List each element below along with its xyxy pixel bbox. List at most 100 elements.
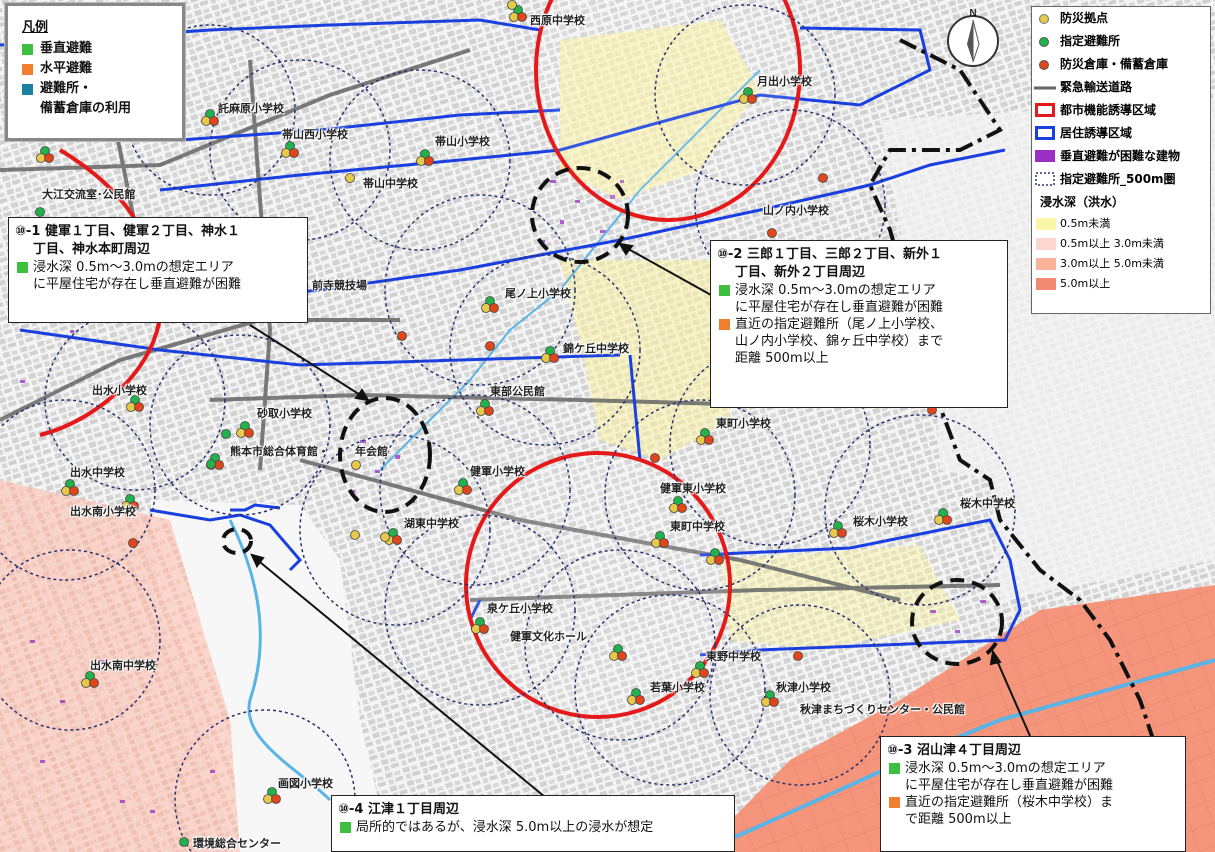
callout-text: 直近の指定避難所（桜木中学校）ま xyxy=(905,795,1114,810)
evacuation-500m-circle xyxy=(0,4,1016,852)
depth-swatch xyxy=(1036,218,1056,230)
legend-emergency-road: 緊急輸送道路 xyxy=(1032,76,1210,99)
place-label: 東野中学校 xyxy=(706,650,761,663)
legend-label: 垂直避難が困難な建物 xyxy=(1060,149,1181,163)
legend-urban-function: 都市機能誘導区域 xyxy=(1032,99,1210,122)
legend-evacuation: 凡例 垂直避難 水平避難 避難所・ 備蓄倉庫の利用 xyxy=(8,6,182,138)
flood-zone-medium xyxy=(0,480,240,852)
facility-marker xyxy=(424,156,434,166)
place-label: 出水小学校 xyxy=(92,384,147,397)
callout-title: ⑩-1 健軍１丁目、健軍２丁目、神水１ xyxy=(15,224,240,239)
facility-marker xyxy=(345,173,355,183)
green-dot-icon xyxy=(1039,37,1049,47)
callout-item: 浸水深 0.5m～3.0mの想定エリア に平屋住宅が存在し垂直避難が困難 xyxy=(717,282,1001,316)
callout-text: で距離 500m以上 xyxy=(905,812,1012,827)
place-label: 年会館 xyxy=(355,445,388,458)
legend-label: 防災拠点 xyxy=(1060,11,1109,25)
facility-markers xyxy=(35,0,952,847)
callout-item: 浸水深 0.5m～3.0mの想定エリア に平屋住宅が存在し垂直避難が困難 xyxy=(15,259,301,293)
facility-marker xyxy=(44,153,54,163)
place-label: 東町小学校 xyxy=(716,417,771,430)
callout-bullet-green xyxy=(889,763,900,774)
callout-10-1: ⑩-1 健軍１丁目、健軍２丁目、神水１ 丁目、神水本町周辺 浸水深 0.5m～3… xyxy=(8,217,308,323)
callout-10-4: ⑩-4 江津１丁目周辺 局所的ではあるが、浸水深 5.0m以上の浸水が想定 xyxy=(331,795,735,852)
place-label: 秋津まちづくりセンター・公民館 xyxy=(800,703,965,716)
river xyxy=(228,519,332,802)
place-label: 環境総合センター xyxy=(193,837,281,850)
legend-item-label: 垂直避難 xyxy=(40,41,93,56)
place-label: 健軍東小学校 xyxy=(660,482,726,495)
legend-designated-shelter: 指定避難所 xyxy=(1032,30,1210,53)
legend-label: 3.0m以上 5.0m未満 xyxy=(1060,257,1164,270)
facility-marker xyxy=(704,435,714,445)
legend-label: 0.5m未満 xyxy=(1060,217,1111,230)
flood-zone-shallow xyxy=(560,260,730,460)
facility-marker xyxy=(659,538,669,548)
legend-500m-circle: 指定避難所_500m圏 xyxy=(1032,168,1210,191)
callout-text: 浸水深 0.5m～3.0mの想定エリア xyxy=(905,761,1106,776)
facility-marker xyxy=(206,459,216,469)
callout-bullet-green xyxy=(17,262,28,273)
legend-item-shelter: 避難所・ xyxy=(22,79,182,99)
place-label: 大江交流室･公民館 xyxy=(42,188,136,201)
callout-title: ⑩-3 沼山津４丁目周辺 xyxy=(887,743,1021,758)
place-label: 泉ケ丘小学校 xyxy=(487,602,553,615)
facility-marker xyxy=(462,485,472,495)
legend-depth-2: 0.5m以上 3.0m未満 xyxy=(1032,234,1210,254)
facility-marker xyxy=(714,555,724,565)
facility-marker xyxy=(380,532,390,542)
legend-item-shelter-cont: 備蓄倉庫の利用 xyxy=(22,99,182,119)
facility-marker xyxy=(351,460,361,470)
place-label: 湖東中学校 xyxy=(404,517,459,530)
legend-item-label: 避難所・ xyxy=(40,81,93,96)
legend-depth-4: 5.0m以上 xyxy=(1032,274,1210,294)
facility-marker xyxy=(397,331,407,341)
legend-disaster-base: 防災拠点 xyxy=(1032,7,1210,30)
legend-storehouse: 防災倉庫・備蓄倉庫 xyxy=(1032,53,1210,76)
gray-line-icon xyxy=(1034,86,1056,90)
callout-item: 直近の指定避難所（桜木中学校）ま で距離 500m以上 xyxy=(887,794,1179,828)
facility-marker xyxy=(214,460,224,470)
legend-label: 5.0m以上 xyxy=(1060,277,1111,290)
target-area-outline xyxy=(221,166,1004,666)
legend-residential: 居住誘導区域 xyxy=(1032,122,1210,145)
callout-bullet-orange xyxy=(889,797,900,808)
legend-depth-3: 3.0m以上 5.0m未満 xyxy=(1032,254,1210,274)
place-label: 西原中学校 xyxy=(530,14,585,27)
facility-marker xyxy=(221,429,231,439)
facility-marker xyxy=(793,651,803,661)
callout-text: 山ノ内小学校、錦ヶ丘中学校）まで xyxy=(735,334,944,349)
legend-swatch-orange xyxy=(22,64,33,75)
place-label: 帯山西小学校 xyxy=(282,128,348,141)
legend-label: 都市機能誘導区域 xyxy=(1060,103,1157,117)
facility-marker xyxy=(617,651,627,661)
facility-marker xyxy=(767,228,777,238)
facility-marker xyxy=(392,535,402,545)
place-label: 帯山小学校 xyxy=(435,135,490,148)
place-label: 託麻原小学校 xyxy=(218,102,284,115)
place-label: 秋津小学校 xyxy=(776,681,831,694)
place-label: 山ノ内小学校 xyxy=(763,204,829,217)
place-label: 熊本市総合体育館・ xyxy=(230,445,329,458)
legend-swatch-teal xyxy=(22,84,33,95)
callout-10-2: ⑩-2 三郎１丁目、三郎２丁目、新外１ 丁目、新外２丁目周辺 浸水深 0.5m～… xyxy=(710,240,1008,408)
legend-swatch-green xyxy=(22,44,33,55)
callout-item: 浸水深 0.5m～3.0mの想定エリア に平屋住宅が存在し垂直避難が困難 xyxy=(887,760,1179,794)
place-label: 健軍小学校 xyxy=(470,465,525,478)
legend-item-horizontal: 水平避難 xyxy=(22,59,182,79)
legend-item-label: 備蓄倉庫の利用 xyxy=(40,101,132,116)
facility-marker xyxy=(942,515,952,525)
place-label: 出水南小学校 xyxy=(70,505,136,518)
legend-depth-title: 浸水深（洪水） xyxy=(1032,191,1210,214)
facility-marker xyxy=(769,697,779,707)
facility-marker xyxy=(650,453,660,463)
facility-marker xyxy=(271,794,281,804)
callout-text: に平屋住宅が存在し垂直避難が困難 xyxy=(905,778,1114,793)
place-label: 健軍文化ホール xyxy=(510,630,587,643)
facility-marker xyxy=(35,207,45,217)
facility-marker xyxy=(128,538,138,548)
facility-marker xyxy=(489,303,499,313)
facility-marker xyxy=(209,116,219,126)
facility-marker xyxy=(350,530,360,540)
callout-title: ⑩-4 江津１丁目周辺 xyxy=(338,802,459,817)
